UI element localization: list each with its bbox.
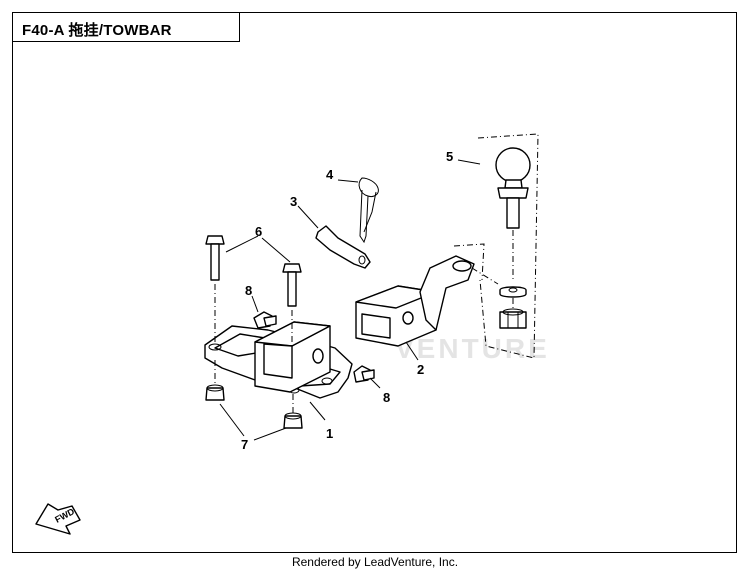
part-4-r-clip[interactable] [337, 177, 379, 244]
callout-1: 1 [326, 426, 333, 441]
part-2-drawbar[interactable] [355, 255, 475, 361]
callout-2: 2 [417, 362, 424, 377]
part-7-nuts[interactable] [205, 360, 303, 441]
diagram-frame [12, 12, 737, 553]
callout-6: 6 [255, 224, 262, 239]
footer-credit: Rendered by LeadVenture, Inc. [291, 555, 459, 569]
title-box [12, 12, 240, 42]
part-8-small-bolts[interactable] [251, 295, 381, 389]
callout-5: 5 [446, 149, 453, 164]
callout-7: 7 [241, 437, 248, 452]
callout-4: 4 [326, 167, 334, 182]
part-1-base-bracket[interactable] [204, 321, 353, 421]
callout-8-left: 8 [245, 283, 252, 298]
fwd-direction-icon: FWD [35, 503, 81, 535]
part-5-hitch-ball[interactable] [453, 133, 539, 359]
page-title: F40-A 拖挂/TOWBAR [22, 22, 172, 39]
watermark: VENTURE [395, 333, 550, 364]
callout-8-right: 8 [383, 390, 390, 405]
part-3-hitch-pin[interactable] [297, 205, 371, 269]
callout-3: 3 [290, 194, 297, 209]
part-6-bolts[interactable] [205, 235, 302, 370]
